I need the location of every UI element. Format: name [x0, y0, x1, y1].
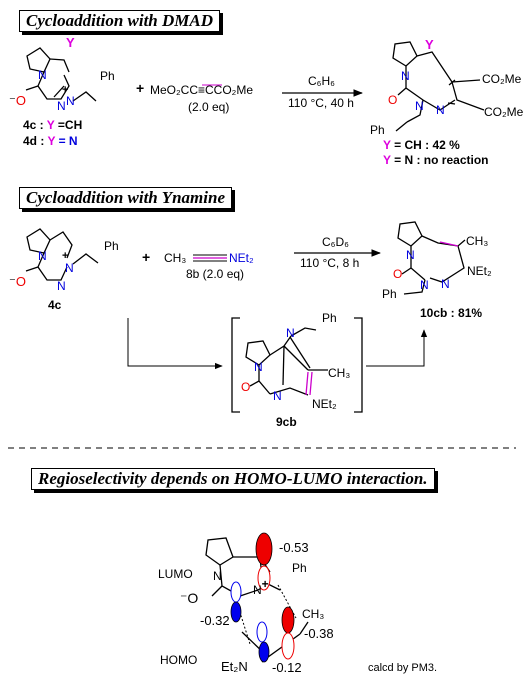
label-4d: 4d : Y = N	[23, 134, 78, 148]
coef-left: -0.32	[200, 613, 230, 628]
hetero-y-label: Y	[66, 35, 75, 50]
arrow-to-intermediate	[127, 318, 223, 370]
ring-n-top: N	[38, 68, 47, 82]
compound-4c-label: 4c	[48, 298, 62, 312]
intermediate-alkene-2	[309, 371, 313, 396]
ring-n-bottom-2: N	[57, 279, 66, 293]
intermediate-n: N	[273, 389, 282, 403]
plus-sign-2: +	[62, 250, 68, 262]
homo-lobe-right-red	[281, 606, 295, 634]
conditions-1: 110 °C, 40 h	[288, 96, 354, 110]
coef-top: -0.53	[279, 540, 309, 555]
phenyl-label: Ph	[100, 69, 115, 83]
product-nn2: N	[441, 277, 450, 291]
compound-4c-4d	[25, 47, 97, 102]
plus-sign: +	[62, 84, 68, 96]
label-4c: 4c : Y =CH	[23, 118, 82, 132]
product-diazocine-1	[392, 41, 485, 132]
orbital-phenyl: Ph	[292, 561, 307, 575]
product-hetero-y: Y	[425, 37, 434, 52]
product-phenyl: Ph	[370, 123, 385, 137]
lumo-lobe-left-white	[230, 581, 242, 603]
intermediate-9cb-label: 9cb	[276, 415, 297, 429]
bracket-right	[354, 317, 363, 413]
lumo-label: LUMO	[158, 567, 193, 581]
product-n-ring: N	[406, 248, 415, 262]
product-net2: NEt₂	[467, 264, 492, 278]
plus-operator-1: +	[136, 80, 144, 96]
co2me-bottom: CO₂Me	[484, 105, 524, 119]
result-y-n: Y = N : no reaction	[383, 153, 488, 167]
ynamine-ch3: CH₃	[164, 251, 186, 265]
lumo-lobe-left-blue	[230, 601, 242, 623]
intermediate-phenyl: Ph	[322, 311, 337, 325]
coef-right: -0.38	[304, 626, 334, 641]
solvent-c6d6: C₆D₆	[322, 235, 349, 249]
n-plus-label: N	[66, 94, 75, 108]
homo-lobe-left-white	[256, 621, 268, 643]
section-title-dmad: Cycloaddition with DMAD	[19, 10, 221, 32]
ynamine-eq: 8b (2.0 eq)	[186, 267, 244, 281]
conditions-2: 110 °C, 8 h	[300, 256, 359, 270]
result-y-ch: Y = CH : 42 %	[383, 138, 460, 152]
intermediate-bridge-n: N	[286, 326, 295, 340]
ring-n-bottom: N	[57, 99, 66, 113]
n-plus-2: N	[65, 261, 74, 275]
reagent-eq: (2.0 eq)	[188, 100, 229, 114]
orbital-ch3: CH₃	[302, 607, 324, 621]
product-n2: N	[436, 103, 445, 117]
intermediate-o: O	[241, 380, 250, 394]
homo-label: HOMO	[160, 653, 197, 667]
lumo-lobe-top-red	[255, 532, 273, 566]
product-10cb-label: 10cb : 81%	[420, 306, 482, 320]
lumo-lobe-top-white	[257, 565, 271, 591]
homo-lobe-right-white	[281, 632, 295, 660]
orbital-oxygen: ⁻O	[180, 590, 198, 606]
section-title-regioselectivity: Regioselectivity depends on HOMO-LUMO in…	[31, 468, 435, 490]
solvent-benzene: C₆H₆	[308, 74, 335, 88]
phenyl-label-2: Ph	[104, 239, 119, 253]
intermediate-alkene	[305, 371, 309, 396]
calc-note: calcd by PM3.	[368, 662, 437, 674]
plus-operator-2: +	[142, 249, 150, 265]
coef-bottom: -0.12	[272, 660, 302, 675]
reagent-dmad: MeO₂CC≡CCO₂Me	[150, 83, 253, 97]
ring-n-2: N	[38, 249, 47, 263]
homo-lobe-left-blue	[258, 641, 270, 663]
product-n1: N	[415, 99, 424, 113]
intermediate-ch3: CH₃	[328, 366, 350, 380]
intermediate-net2: NEt₂	[312, 397, 337, 411]
orbital-n-plus: N+	[253, 577, 269, 597]
product-10cb	[397, 221, 466, 295]
product-ring-n: N	[401, 69, 410, 83]
product-nn1: N	[420, 278, 429, 292]
section-title-ynamine: Cycloaddition with Ynamine	[19, 187, 232, 209]
product-alkene-highlight	[439, 241, 459, 247]
orbital-et2n: Et₂N	[221, 659, 248, 674]
intermediate-ring-n: N	[254, 360, 263, 374]
orbital-ring-n: N	[213, 569, 222, 583]
product-ch3: CH₃	[466, 234, 488, 248]
product-oxygen: O	[388, 93, 397, 107]
oxygen-anion: ⁻O	[9, 93, 26, 108]
compound-4c-ynamine	[25, 228, 99, 281]
oxygen-anion-2: ⁻O	[9, 274, 26, 289]
ynamine-net2: NEt₂	[229, 251, 254, 265]
arrow-to-product	[366, 329, 428, 367]
co2me-top: CO₂Me	[482, 72, 522, 86]
bracket-left	[231, 317, 240, 413]
product-o: O	[393, 267, 402, 281]
product-phenyl-2: Ph	[382, 287, 397, 301]
intermediate-9cb	[245, 327, 328, 396]
